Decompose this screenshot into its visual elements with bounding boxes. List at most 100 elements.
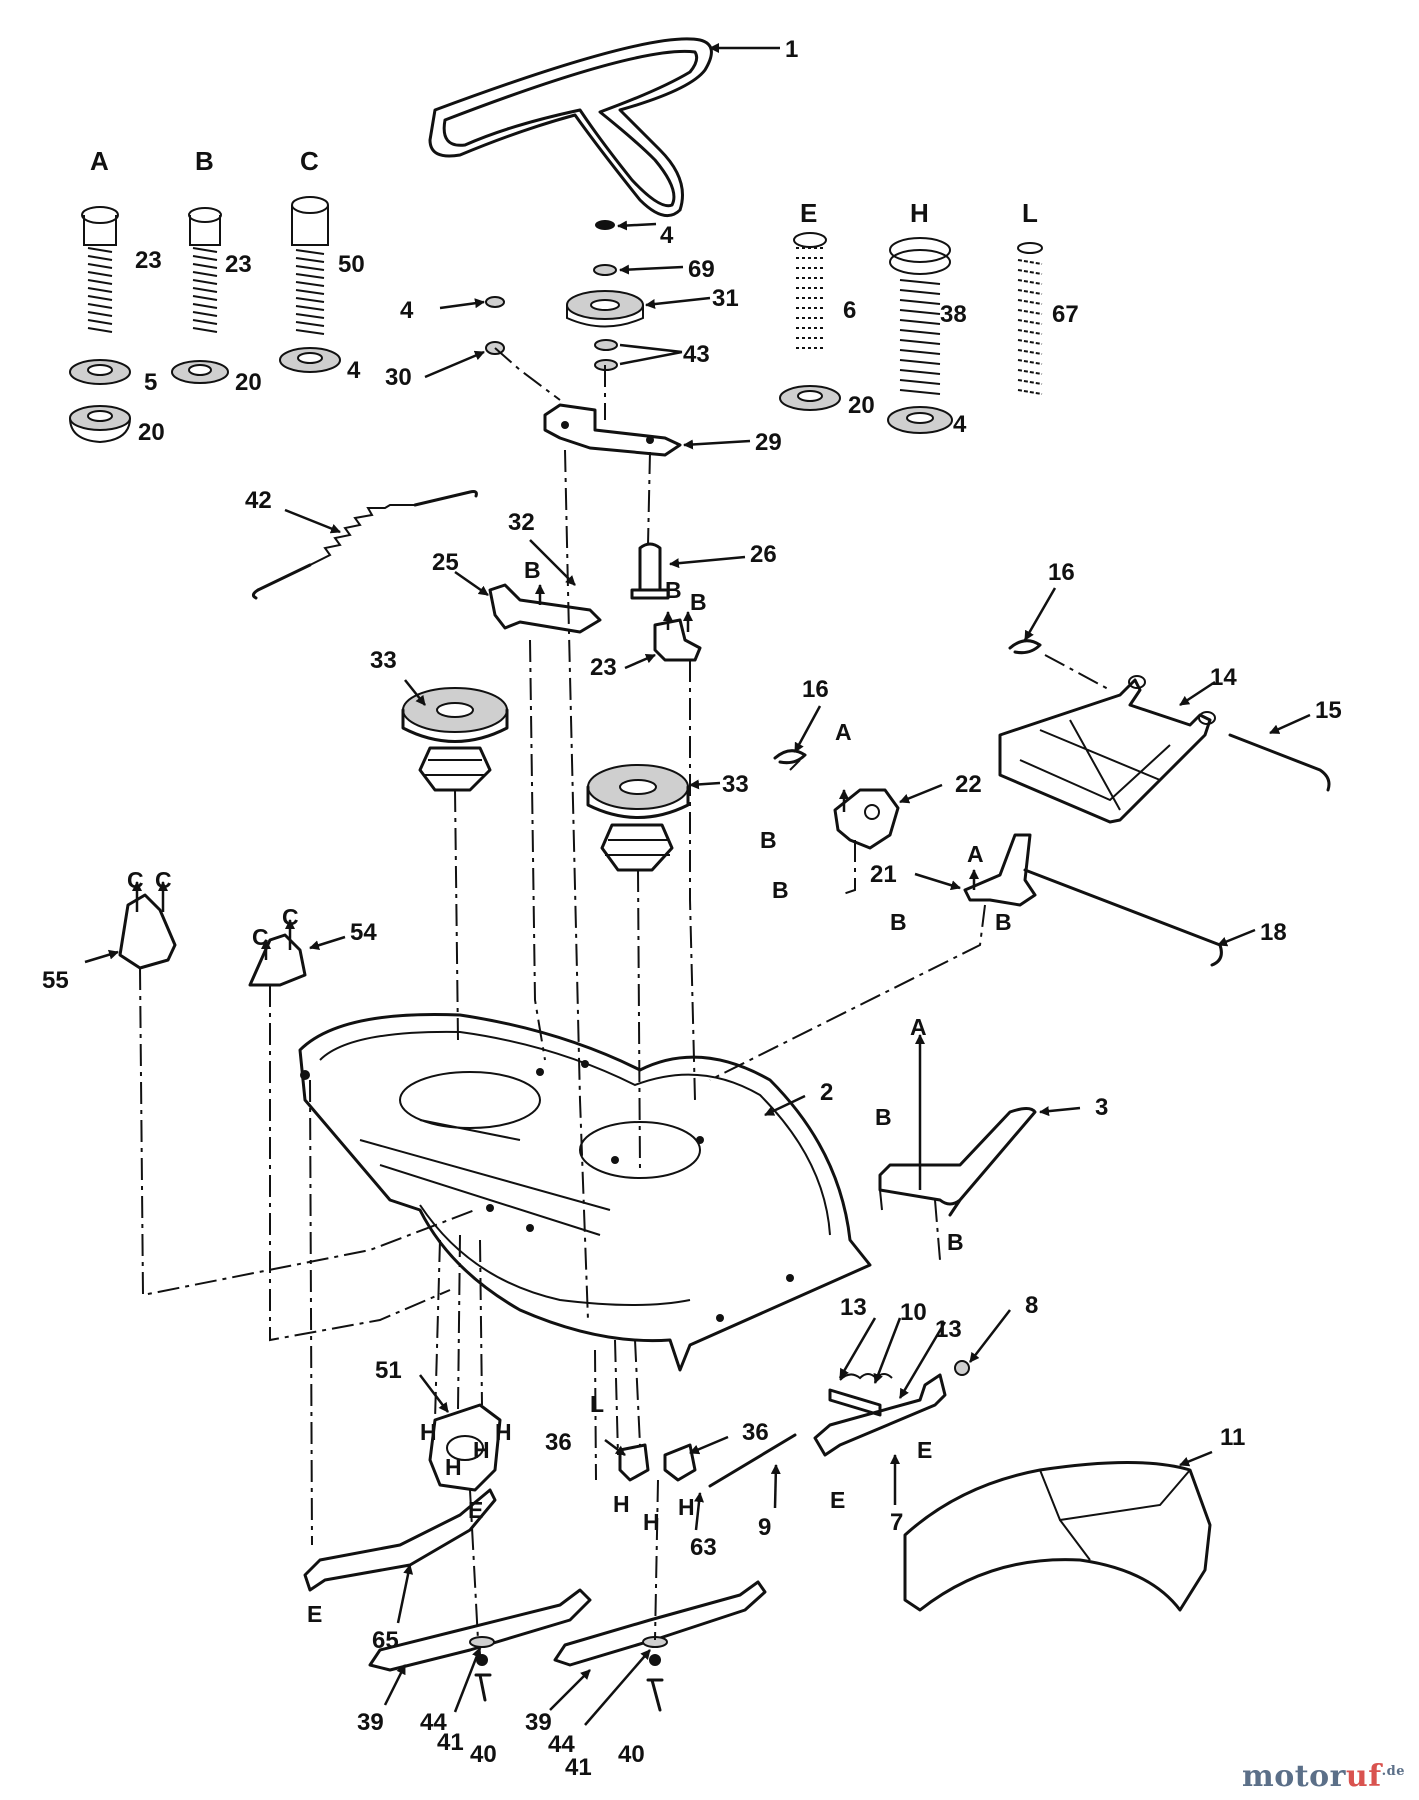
- callout-65: 65: [372, 1627, 399, 1654]
- callout-36-left: 36: [545, 1429, 572, 1456]
- callout-35-left: 33: [370, 647, 397, 674]
- callout-16-lower: 16: [802, 676, 829, 703]
- callout-42-left: 40: [470, 1741, 497, 1768]
- column-B-part-2: 20: [235, 369, 262, 396]
- torsion-spring-9: [839, 1373, 893, 1381]
- callout-4-belt: 4: [660, 222, 674, 249]
- callout-44-right: 44: [548, 1731, 575, 1758]
- callout-30: 29: [755, 429, 782, 456]
- callout-9: 10: [900, 1299, 927, 1326]
- blade-washer-left: [469, 1636, 495, 1648]
- bracket-22: [833, 788, 900, 850]
- column-B-part-1: 23: [225, 251, 252, 278]
- idler-arm: [543, 403, 682, 457]
- callout-39-left: 39: [357, 1709, 384, 1736]
- deck-hanger-3: [878, 1107, 1037, 1217]
- connector-E-65: E: [307, 1601, 322, 1627]
- connector-H-51c: H: [473, 1437, 490, 1463]
- column-E-part-1: 6: [843, 297, 856, 324]
- spindle-assembly-center: [586, 764, 690, 872]
- connector-B-22a: B: [760, 827, 777, 853]
- connector-E-7b: E: [830, 1487, 845, 1513]
- connector-B-26b: B: [690, 589, 707, 615]
- callout-63: 63: [690, 1534, 717, 1561]
- connector-H-36a: H: [613, 1491, 630, 1517]
- column-letter-A: A: [90, 146, 109, 176]
- callout-22: 22: [955, 771, 982, 798]
- hardware-bolt-E: [779, 232, 841, 411]
- connector-C-55a: C: [127, 867, 144, 893]
- lock-nut-8: [954, 1360, 970, 1376]
- callout-25: 25: [432, 549, 459, 576]
- callout-32: 31: [712, 285, 739, 312]
- connector-A-21: A: [967, 841, 984, 867]
- column-letter-B: B: [195, 146, 214, 176]
- callout-14: 14: [1210, 664, 1237, 691]
- spindle-assembly-left: [401, 687, 509, 792]
- callout-18: 18: [1260, 919, 1287, 946]
- spring-bracket-13: [828, 1388, 882, 1417]
- mower-deck-housing: [298, 1012, 872, 1372]
- callout-44-left: 44: [420, 1709, 447, 1736]
- callout-54: 54: [350, 919, 377, 946]
- shoulder-bolt-29: [630, 542, 670, 600]
- hair-pin-clip-lower: [773, 749, 807, 765]
- bracket-55: [118, 893, 177, 970]
- connector-H-51a: H: [420, 1419, 437, 1445]
- leader-arrows: [84, 43, 1311, 1726]
- blade-screw-left: [474, 1673, 492, 1702]
- callout-1: 1: [785, 36, 798, 63]
- callout-16-upper: 16: [1048, 559, 1075, 586]
- hair-pin-clip-upper: [1008, 639, 1042, 655]
- spindle-housing-51: [428, 1403, 502, 1492]
- blade-39-right: [553, 1580, 767, 1667]
- lift-rod-15: [1228, 733, 1331, 792]
- connector-C-55b: C: [155, 867, 172, 893]
- callout-13-left: 13: [840, 1294, 867, 1321]
- column-letter-L: L: [1022, 198, 1038, 228]
- callout-39-right: 39: [525, 1709, 552, 1736]
- hardware-bolt-L: [1017, 242, 1043, 395]
- callout-21: 21: [870, 861, 897, 888]
- assembly-guide-lines: [139, 347, 1111, 1641]
- column-letter-H: H: [910, 198, 929, 228]
- callout-10: 9: [758, 1514, 771, 1541]
- blade-screw-right: [646, 1678, 664, 1712]
- connector-C-54a: C: [252, 924, 269, 950]
- column-C-part-2: 4: [347, 357, 361, 384]
- hardware-bolt-C: [279, 196, 341, 373]
- tension-spring: [251, 490, 478, 600]
- connector-E-51: E: [468, 1497, 483, 1523]
- callout-29: 26: [750, 541, 777, 568]
- connector-A-3: A: [910, 1014, 927, 1040]
- callout-31: 30: [385, 364, 412, 391]
- callout-7: 7: [890, 1509, 903, 1536]
- column-L-part-1: 67: [1052, 301, 1079, 328]
- column-H-part-1: 38: [940, 301, 967, 328]
- callout-35-center: 33: [722, 771, 749, 798]
- column-A-part-1: 23: [135, 247, 162, 274]
- callout-51: 51: [375, 1357, 402, 1384]
- lift-frame: [998, 675, 1216, 824]
- column-C-part-1: 50: [338, 251, 365, 278]
- connector-B-3b: B: [947, 1229, 964, 1255]
- idler-pulley-stack: [485, 220, 644, 371]
- connector-C-54b: C: [282, 904, 299, 930]
- watermark-logo: motoruf.de: [1241, 1759, 1405, 1794]
- callout-33: 32: [508, 509, 535, 536]
- callout-15: 15: [1315, 697, 1342, 724]
- callout-4-left: 4: [400, 297, 414, 324]
- discharge-chute: [903, 1461, 1212, 1612]
- connector-A-22: A: [835, 719, 852, 745]
- callout-11: 11: [1220, 1424, 1245, 1451]
- column-A-part-2: 5: [144, 369, 157, 396]
- connector-H-51b: H: [445, 1454, 462, 1480]
- callout-41-right: 41: [565, 1754, 592, 1781]
- column-letter-C: C: [300, 146, 319, 176]
- lift-rod-18: [1023, 868, 1223, 967]
- connector-B-21a: B: [890, 909, 907, 935]
- connector-H-36b: H: [643, 1509, 660, 1535]
- bracket-21: [963, 833, 1037, 907]
- callout-13-right: 13: [935, 1316, 962, 1343]
